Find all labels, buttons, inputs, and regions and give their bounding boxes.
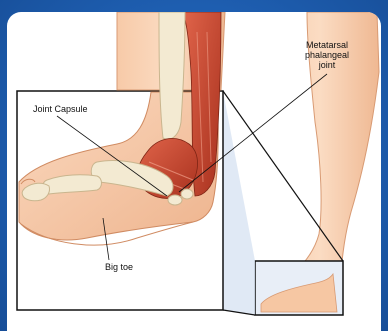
big-toe-label: Big toe [105, 262, 133, 272]
mtp-joint-label: Metatarsal phalangeal joint [290, 40, 364, 70]
mtp-label-line2: phalangeal [290, 50, 364, 60]
mtp-label-line1: Metatarsal [290, 40, 364, 50]
mtp-label-line3: joint [290, 60, 364, 70]
illustration-panel: Metatarsal phalangeal joint Joint Capsul… [7, 12, 381, 331]
zoom-wedge [223, 91, 255, 315]
joint-capsule-label: Joint Capsule [33, 104, 88, 114]
